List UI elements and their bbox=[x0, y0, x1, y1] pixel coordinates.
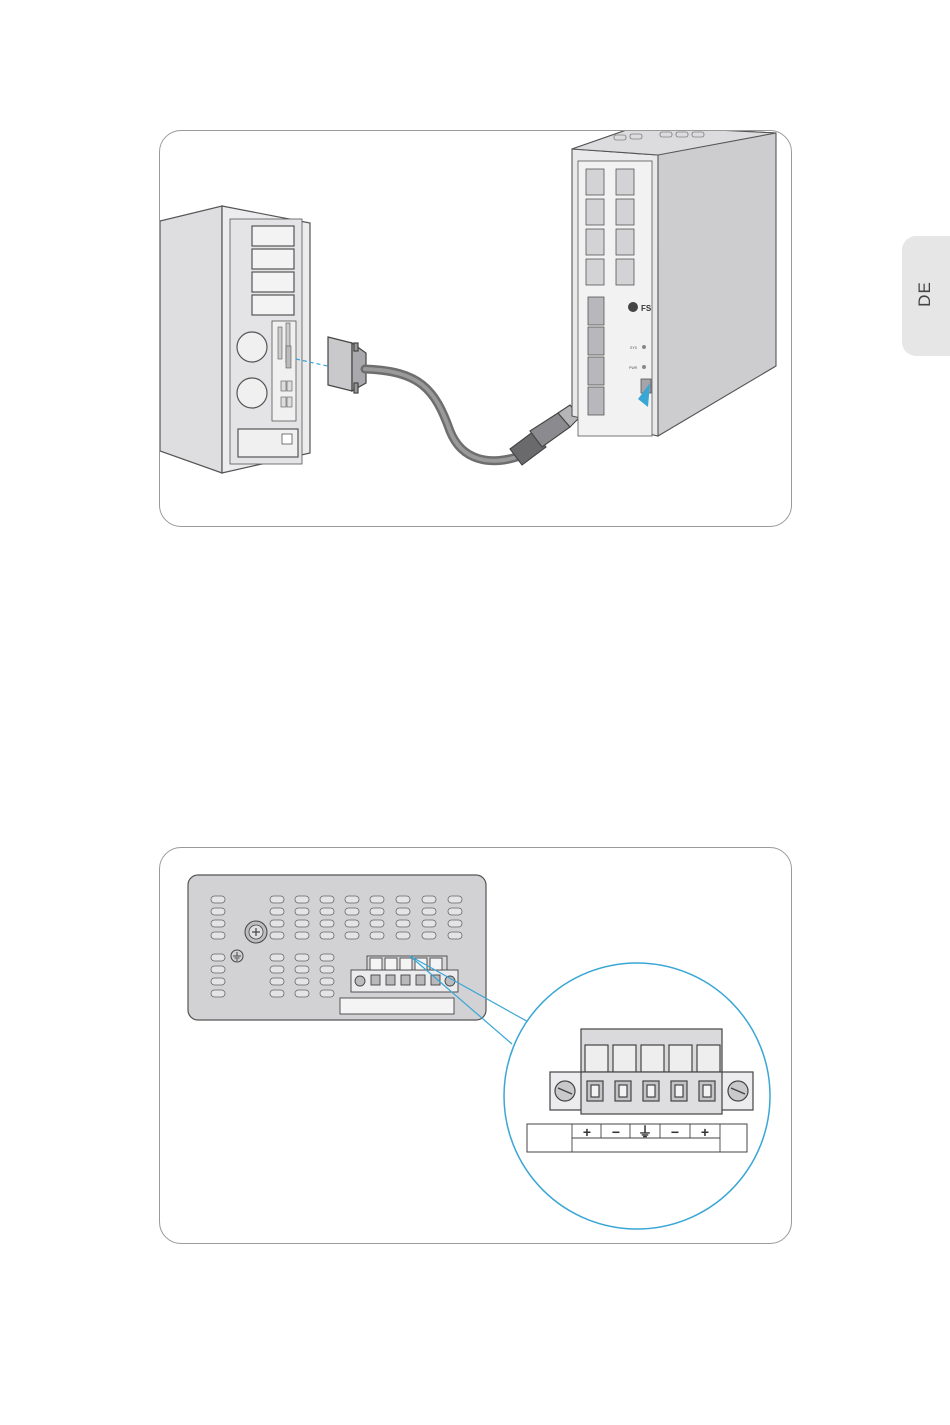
terminal-label-neg-2: − bbox=[671, 1124, 679, 1140]
ground-screw-icon bbox=[245, 921, 267, 943]
console-connection-diagram: FS SYS PWR bbox=[159, 130, 792, 527]
language-label: DE bbox=[915, 277, 935, 311]
db9-connector bbox=[328, 337, 366, 393]
terminal-label-pos-2: + bbox=[701, 1124, 709, 1140]
console-connection-illustration: FS SYS PWR bbox=[160, 131, 792, 527]
terminal-label-pos-1: + bbox=[583, 1124, 591, 1140]
power-terminal-illustration: + − ⏚ − + bbox=[160, 848, 792, 1244]
language-tab[interactable]: DE bbox=[902, 236, 950, 356]
led-label-pwr: PWR bbox=[629, 366, 638, 370]
power-terminal-diagram: + − ⏚ − + bbox=[159, 847, 792, 1244]
rj45-console-plug bbox=[510, 405, 580, 465]
industrial-switch bbox=[572, 131, 776, 436]
switch-brand-logo: FS bbox=[641, 304, 652, 313]
terminal-label-ground: ⏚ bbox=[638, 1124, 652, 1140]
led-label-sys: SYS bbox=[630, 346, 638, 350]
pc-tower bbox=[160, 206, 310, 473]
terminal-label-neg-1: − bbox=[612, 1124, 620, 1140]
